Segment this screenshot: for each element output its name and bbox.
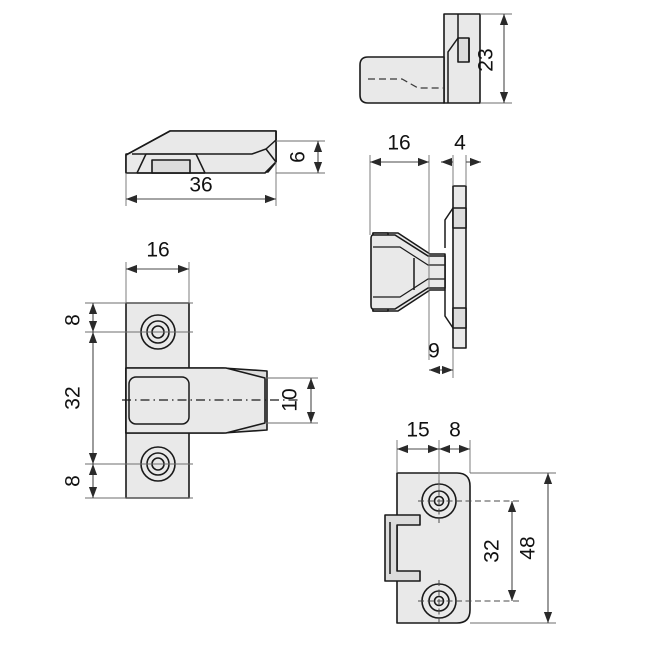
dim-label-32-plate: 32 — [481, 539, 504, 562]
dim-label-23: 23 — [475, 48, 498, 71]
cap-recess-right-slope — [195, 153, 206, 174]
cap-recess-left-slope — [136, 153, 147, 174]
cap-outline — [125, 130, 277, 174]
side-flange-notch-top — [452, 207, 467, 229]
profile-notch-recess — [457, 37, 470, 63]
side-inner-edge-top — [373, 246, 445, 266]
profile-horizontal-arm — [359, 56, 445, 104]
side-flange-chamfer-top — [444, 207, 454, 236]
dim-label-9: 9 — [428, 340, 440, 363]
dim-label-36: 36 — [189, 174, 212, 197]
cap-right-bevel — [265, 148, 277, 163]
cap-recess-pocket — [151, 159, 191, 174]
view-top-right-profile: 23 — [359, 13, 512, 104]
view-side-section: 16 4 9 — [369, 132, 481, 378]
strike-plate-clip — [384, 514, 421, 582]
view-top-left-isometric: 36 6 — [125, 130, 325, 206]
profile-notch-chamfer — [447, 37, 459, 78]
dim-label-32-front: 32 — [62, 386, 85, 409]
dim-label-8-top: 8 — [62, 314, 85, 326]
side-flange-notch-bottom — [452, 307, 467, 329]
dim-label-4: 4 — [454, 132, 466, 155]
side-body-outline — [370, 234, 446, 310]
view-strike-plate: 32 48 15 8 — [384, 419, 556, 624]
view-front-plate: 16 8 32 8 10 — [62, 239, 318, 499]
dim-label-8-bottom: 8 — [62, 475, 85, 487]
dim-label-10: 10 — [279, 388, 302, 411]
dim-label-16-side: 16 — [387, 132, 410, 155]
dim-label-15: 15 — [406, 419, 429, 442]
dim-label-48: 48 — [517, 536, 540, 559]
dim-label-6: 6 — [287, 151, 310, 163]
side-flange-chamfer-bottom — [444, 300, 454, 329]
cap-left-bevel — [125, 130, 171, 156]
dim-label-8-plate: 8 — [449, 419, 461, 442]
dim-label-16-front: 16 — [146, 239, 169, 262]
profile-hidden-contour — [368, 78, 444, 89]
